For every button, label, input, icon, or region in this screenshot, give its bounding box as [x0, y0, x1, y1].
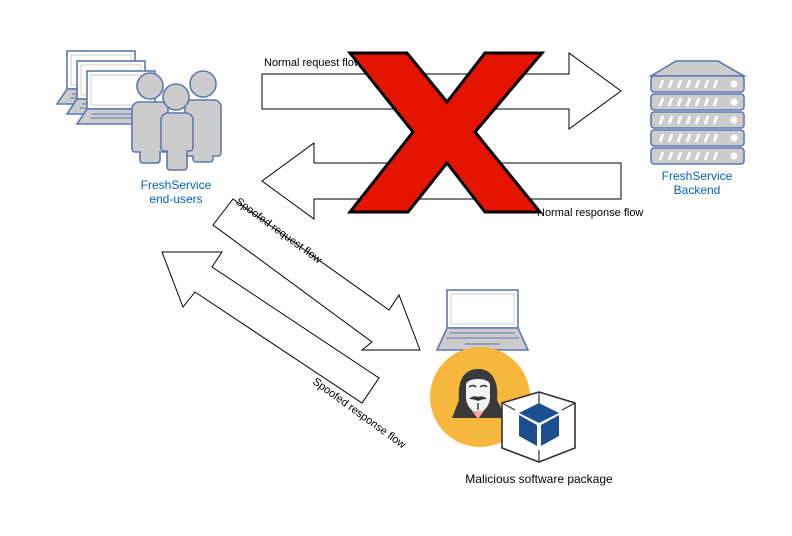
server-rack-icon: [648, 60, 747, 165]
server-unit: [650, 147, 745, 165]
server-unit: [650, 93, 745, 111]
malicious-package-label: Malicious software package: [465, 472, 613, 486]
backend-label-line1: FreshService: [662, 169, 733, 183]
spoofed-request-arrow: [212, 198, 421, 351]
red-x-icon: [346, 51, 546, 214]
server-unit: [650, 75, 745, 93]
end-users-label-line2: end-users: [149, 192, 202, 206]
person-icon: [184, 70, 222, 163]
server-unit: [650, 111, 745, 129]
laptop-icon: [435, 289, 530, 351]
normal-response-label: Normal response flow: [537, 207, 643, 219]
person-icon: [160, 83, 194, 171]
server-unit: [650, 129, 745, 147]
normal-response-arrow: [261, 142, 622, 220]
users-with-laptops-icon: [55, 50, 222, 171]
normal-request-label: Normal request flow: [264, 57, 362, 69]
person-icon: [131, 72, 169, 164]
spoofed-response-arrow: [161, 251, 380, 404]
end-users-label-line1: FreshService: [141, 178, 212, 192]
backend-label-line2: Backend: [674, 183, 721, 197]
normal-request-arrow: [261, 52, 622, 130]
package-cube-icon: [501, 391, 576, 463]
